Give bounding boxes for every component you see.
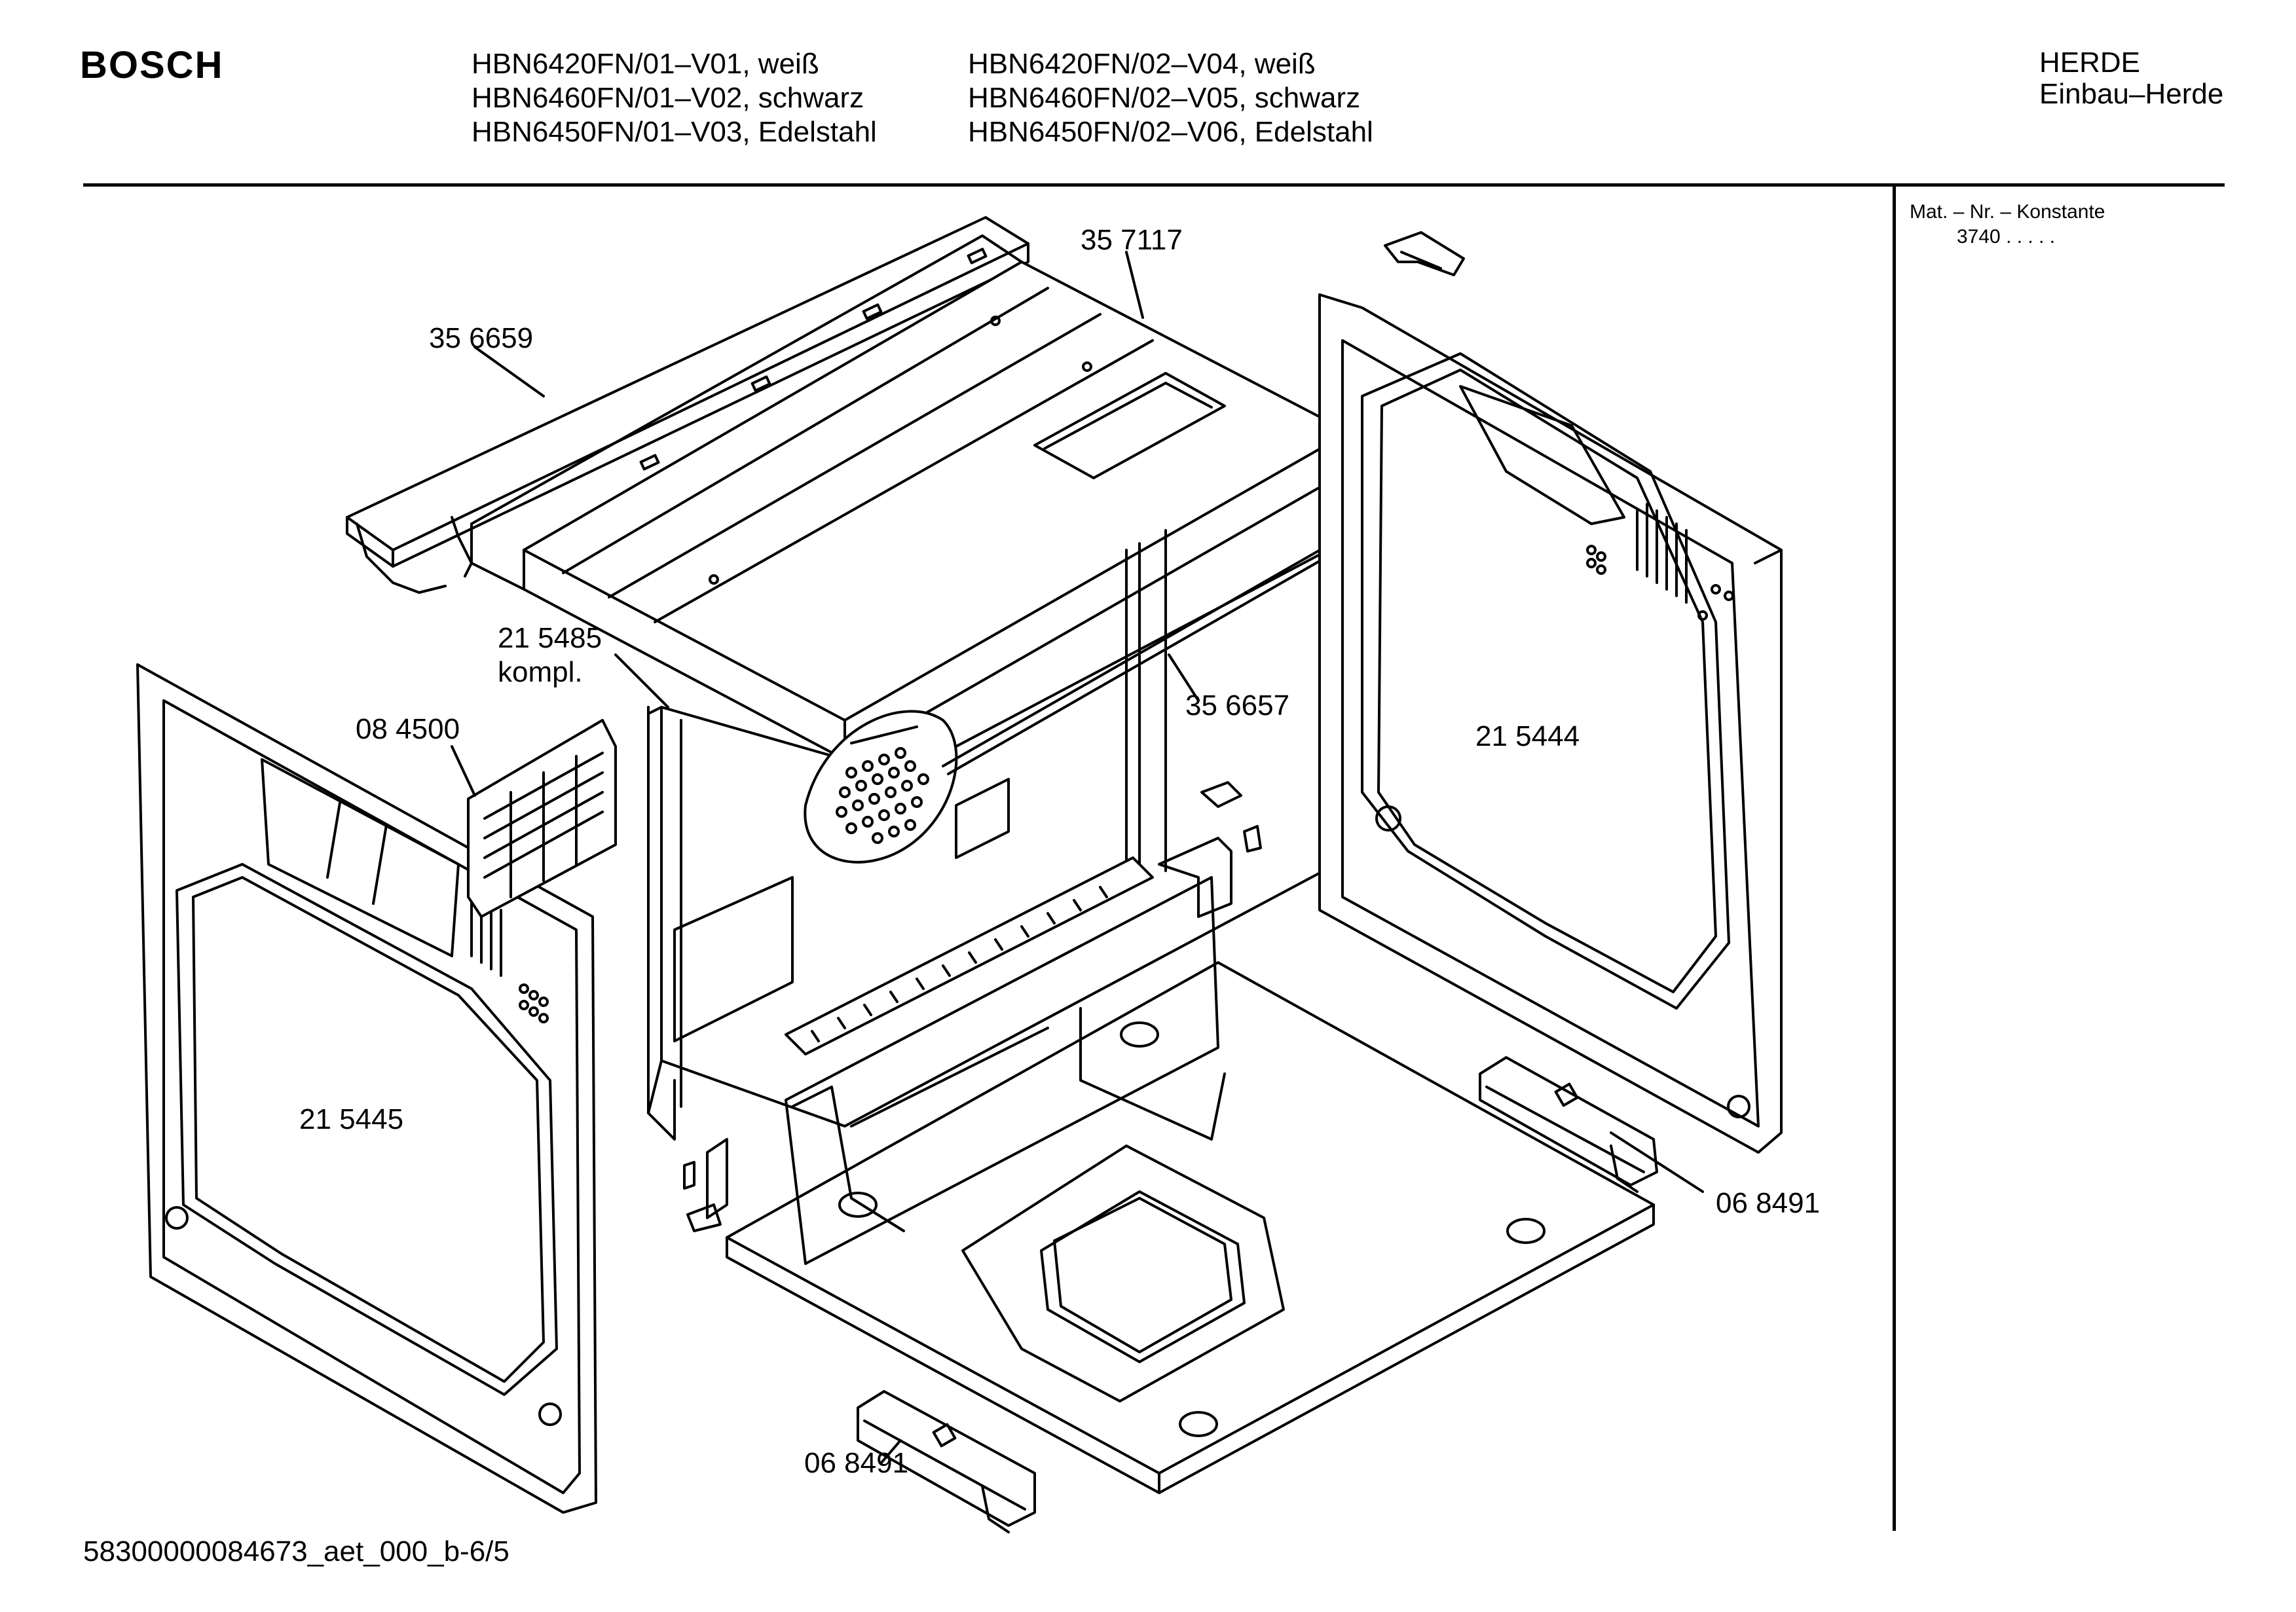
header-divider bbox=[83, 183, 2225, 187]
category-title: HERDE bbox=[2039, 46, 2141, 79]
model-line: HBN6420FN/01–V01, weiß bbox=[472, 48, 819, 80]
part-top-rail bbox=[346, 216, 1029, 594]
part-front-bracket bbox=[683, 1138, 728, 1232]
model-line: HBN6460FN/01–V02, schwarz bbox=[472, 82, 864, 114]
part-right-side-panel bbox=[1318, 293, 1783, 1154]
part-label-215445: 21 5445 bbox=[299, 1103, 404, 1135]
part-small-bracket bbox=[1200, 781, 1262, 852]
category-subtitle: Einbau–Herde bbox=[2039, 78, 2224, 110]
model-line: HBN6450FN/01–V03, Edelstahl bbox=[472, 116, 877, 148]
part-small-clip bbox=[1384, 231, 1465, 276]
model-line: HBN6450FN/02–V06, Edelstahl bbox=[968, 116, 1373, 148]
part-label-084500: 08 4500 bbox=[356, 713, 460, 745]
part-label-215485: 21 5485 bbox=[498, 622, 602, 654]
model-list-right: HBN6420FN/02–V04, weiß HBN6460FN/02–V05,… bbox=[968, 47, 1373, 149]
category: HERDE Einbau–Herde bbox=[2039, 47, 2223, 110]
part-label-215444: 21 5444 bbox=[1475, 720, 1580, 752]
part-slide-rail-right bbox=[1479, 1056, 1658, 1193]
part-label-357117: 35 7117 bbox=[1081, 224, 1183, 256]
model-line: HBN6420FN/02–V04, weiß bbox=[968, 48, 1316, 80]
leader-lines bbox=[451, 251, 1704, 1465]
part-label-068491-right: 06 8491 bbox=[1716, 1187, 1821, 1219]
part-label-215485-note: kompl. bbox=[498, 656, 583, 688]
part-label-356657: 35 6657 bbox=[1185, 689, 1290, 722]
part-label-356659: 35 6659 bbox=[429, 322, 534, 354]
part-bottom-base bbox=[726, 876, 1655, 1494]
part-slide-rail-bottom bbox=[857, 1390, 1036, 1533]
material-value: 3740 . . . . . bbox=[1957, 226, 2056, 247]
material-info: Mat. – Nr. – Konstante 3740 . . . . . bbox=[1910, 200, 2105, 249]
material-header: Mat. – Nr. – Konstante bbox=[1910, 201, 2105, 223]
model-list-left: HBN6420FN/01–V01, weiß HBN6460FN/01–V02,… bbox=[472, 47, 877, 149]
sidebar-divider bbox=[1893, 185, 1896, 1531]
brand-logo: BOSCH bbox=[80, 44, 224, 86]
part-label-068491-bottom: 06 8491 bbox=[804, 1447, 909, 1479]
document-id: 58300000084673_aet_000_b-6/5 bbox=[83, 1535, 509, 1567]
part-grid-plate bbox=[467, 719, 617, 918]
model-line: HBN6460FN/02–V05, schwarz bbox=[968, 82, 1361, 114]
